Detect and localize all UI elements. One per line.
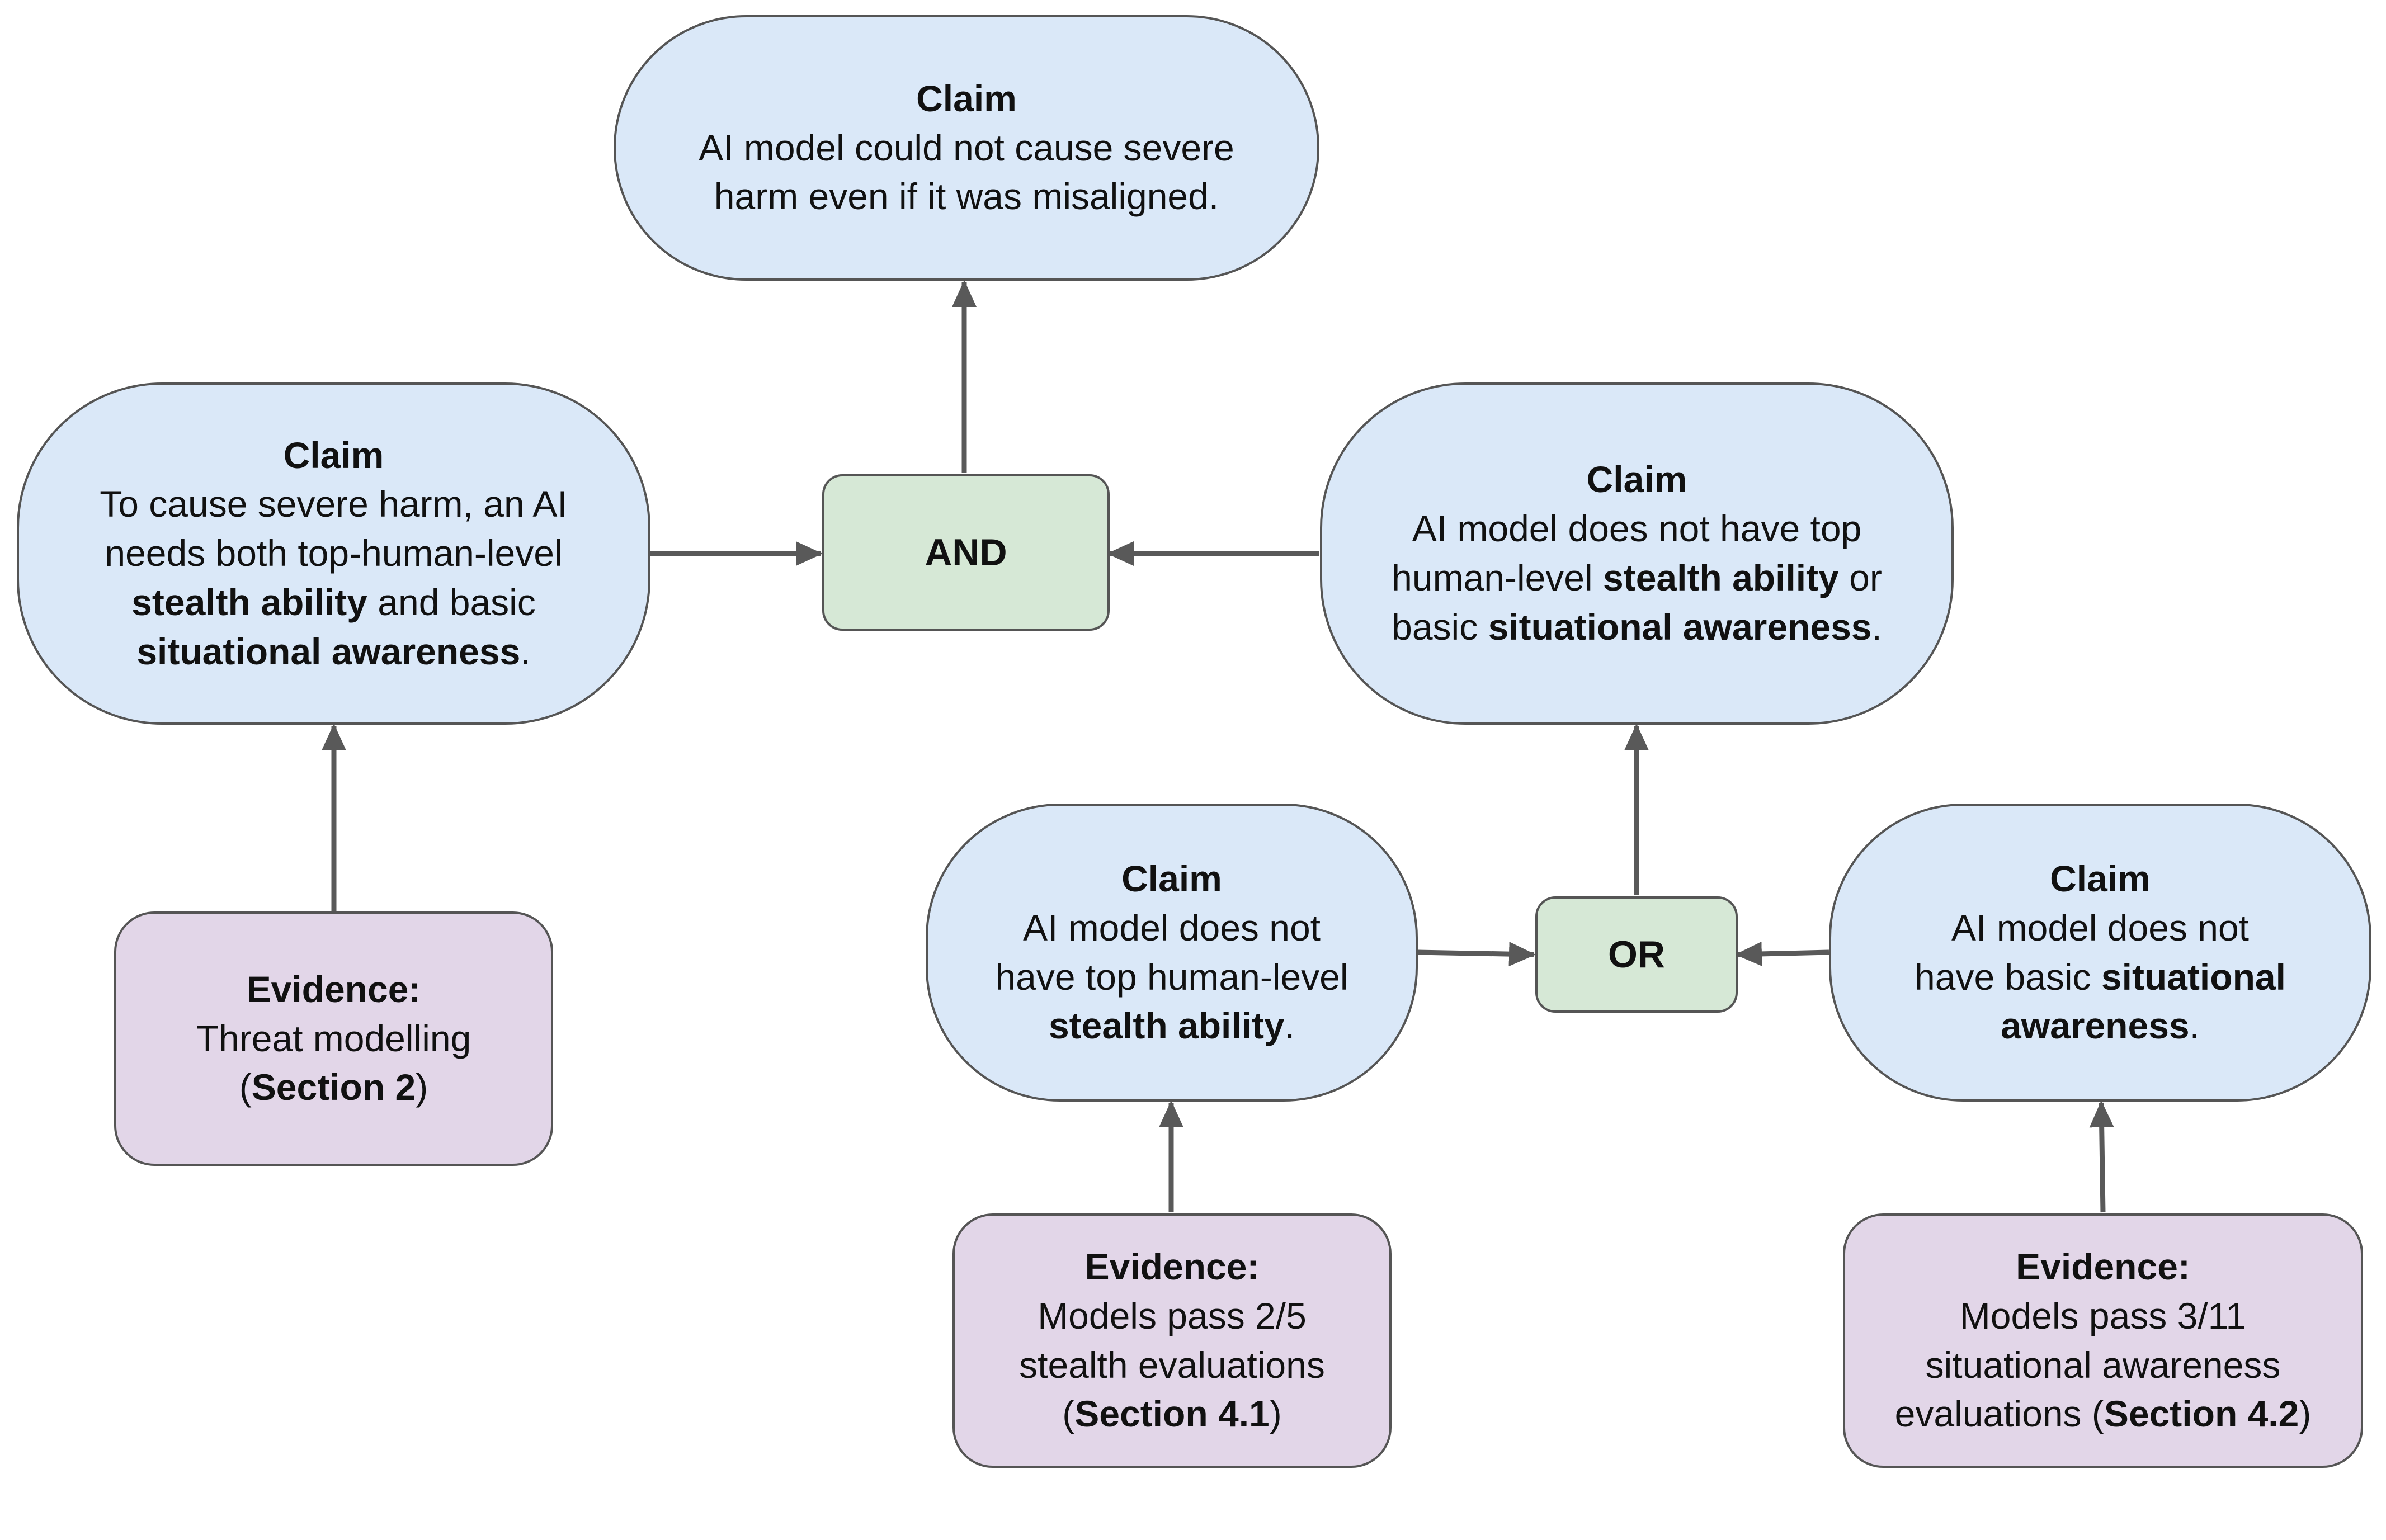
node-text-line: AI model could not cause severe [699, 124, 1234, 173]
node-text-line: Models pass 2/5 [1038, 1292, 1307, 1341]
emphasized-text: situational awareness [136, 630, 521, 672]
text-segment: . [520, 630, 531, 672]
text-segment: stealth evaluations [1019, 1344, 1325, 1386]
threat-evidence-node: Evidence:Threat modelling(Section 2) [114, 911, 553, 1166]
node-heading: Claim [2050, 857, 2151, 899]
node-heading: Evidence: [1084, 1245, 1260, 1287]
node-text-line: AI model does not [1023, 904, 1321, 953]
node-text-line: awareness. [2001, 1002, 2200, 1051]
node-text-line: AI model does not have top [1412, 504, 1862, 554]
node-text-line: Models pass 3/11 [1960, 1292, 2246, 1341]
node-text-line: evaluations (Section 4.2) [1895, 1390, 2312, 1439]
text-segment: ) [2299, 1393, 2312, 1435]
node-heading: Claim [916, 77, 1017, 119]
text-segment: . [2189, 1005, 2200, 1047]
arrow-stealth-claim-to-or [1417, 942, 1536, 967]
stealth-claim-node: Claim AI model does not have top human-lev… [926, 804, 1418, 1102]
node-text-line: (Section 2) [239, 1063, 428, 1112]
text-segment: evaluations ( [1894, 1393, 2104, 1435]
node-text-line: stealth ability. [1049, 1002, 1295, 1051]
text-segment: ) [1269, 1393, 1282, 1435]
text-segment: ( [1062, 1393, 1075, 1435]
text-segment: ( [239, 1066, 252, 1108]
text-segment: or [1838, 557, 1882, 598]
node-text-line: To cause severe harm, an AI [100, 480, 567, 529]
and-gate-label: AND [925, 531, 1007, 574]
node-heading: Evidence: [2016, 1245, 2190, 1287]
emphasized-text: stealth ability [1603, 557, 1839, 598]
text-segment: AI model does not [1951, 906, 2249, 948]
text-segment: basic [1392, 606, 1488, 648]
arrow-awareness-claim-to-or [1735, 941, 1829, 966]
node-text-line: Threat modelling [196, 1014, 471, 1064]
text-segment: To cause severe harm, an AI [100, 483, 568, 525]
text-segment: . [1871, 606, 1882, 648]
emphasized-text: awareness [2001, 1005, 2190, 1047]
emphasized-text: situational [2101, 956, 2286, 998]
text-segment: AI model does not have top [1412, 508, 1862, 550]
and-gate: AND [822, 474, 1110, 631]
node-heading: Claim [1586, 459, 1687, 500]
node-heading: Claim [1121, 857, 1222, 899]
text-segment: ) [416, 1066, 428, 1108]
text-segment: and basic [367, 581, 536, 623]
text-segment: AI model could not cause severe [699, 126, 1234, 168]
node-text-line: situational awareness. [136, 627, 530, 677]
top-claim-node: Claim AI model could not cause severe harm… [614, 15, 1319, 281]
node-text-line: needs both top-human-level [105, 529, 562, 578]
node-text-line: have basic situational [1915, 953, 2286, 1002]
node-text-line: have top human-level [995, 953, 1348, 1002]
text-segment: situational awareness [1925, 1344, 2281, 1386]
node-heading: Claim [283, 434, 384, 476]
emphasized-text: Section 2 [251, 1066, 416, 1108]
left-claim-node: Claim To cause severe harm, an AI needs bo… [17, 382, 650, 725]
node-text-line: situational awareness [1926, 1341, 2281, 1390]
or-gate: OR [1535, 896, 1738, 1013]
node-text-line: stealth evaluations [1019, 1341, 1325, 1390]
stealth-evidence-node: Evidence: Models pass 2/5 stealth evaluati… [952, 1213, 1392, 1468]
node-text-line: human-level stealth ability or [1392, 554, 1882, 603]
emphasized-text: situational awareness [1488, 606, 1872, 648]
text-segment: human-level [1392, 557, 1604, 598]
arrow-awareness-evidence-to-awareness-claim [2089, 1100, 2114, 1213]
node-text-line: basic situational awareness. [1392, 603, 1882, 652]
text-segment: . [1284, 1005, 1295, 1047]
emphasized-text: stealth ability [1048, 1005, 1285, 1047]
awareness-claim-node: Claim AI model does not have basic situati… [1829, 804, 2371, 1102]
text-segment: Models pass 2/5 [1038, 1295, 1307, 1336]
text-segment: have top human-level [995, 956, 1348, 998]
text-segment: have basic [1915, 956, 2101, 998]
text-segment: harm even if it was misaligned. [714, 176, 1219, 218]
emphasized-text: Section 4.1 [1074, 1393, 1270, 1435]
node-heading: Evidence: [246, 968, 421, 1010]
text-segment: AI model does not [1023, 906, 1321, 948]
node-text-line: AI model does not [1951, 904, 2249, 953]
node-text-line: harm even if it was misaligned. [714, 172, 1219, 221]
text-segment: Threat modelling [196, 1017, 471, 1059]
emphasized-text: Section 4.2 [2104, 1393, 2299, 1435]
node-text-line: (Section 4.1) [1062, 1390, 1281, 1439]
emphasized-text: stealth ability [131, 581, 367, 623]
text-segment: needs both top-human-level [105, 532, 563, 574]
node-text-line: stealth ability and basic [131, 578, 536, 627]
awareness-evidence-node: Evidence: Models pass 3/11 situational awa… [1843, 1213, 2363, 1468]
text-segment: Models pass 3/11 [1959, 1295, 2247, 1336]
or-gate-label: OR [1608, 933, 1665, 976]
